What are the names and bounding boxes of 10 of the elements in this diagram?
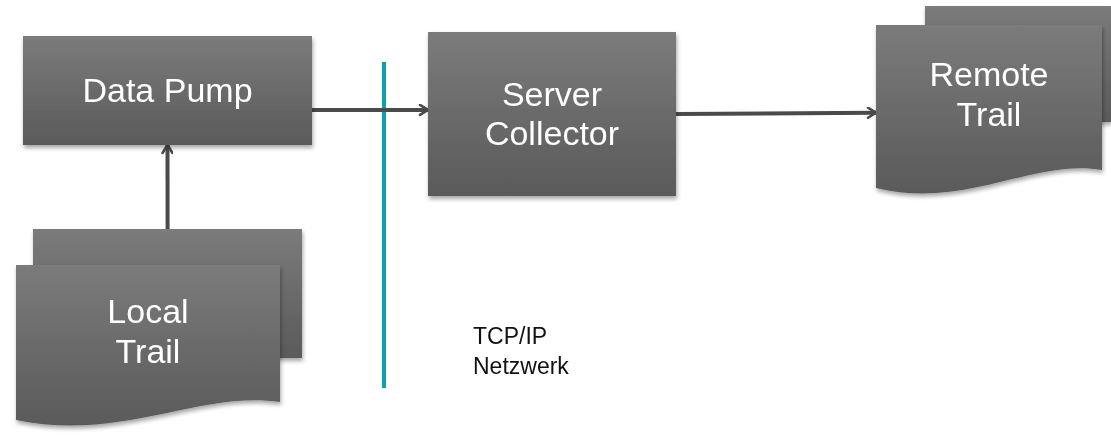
- node-label: Server Collector: [483, 74, 621, 154]
- node-label: Local Trail: [106, 292, 190, 371]
- process-box: [428, 32, 676, 196]
- node-label: Data Pump: [82, 70, 253, 111]
- network-label: TCP/IP Netzwerk: [473, 322, 570, 381]
- node-label: Remote Trail: [928, 55, 1050, 134]
- process-box: [23, 36, 312, 145]
- arrow: [676, 106, 878, 120]
- arrow: [312, 103, 430, 117]
- arrow: [161, 143, 174, 229]
